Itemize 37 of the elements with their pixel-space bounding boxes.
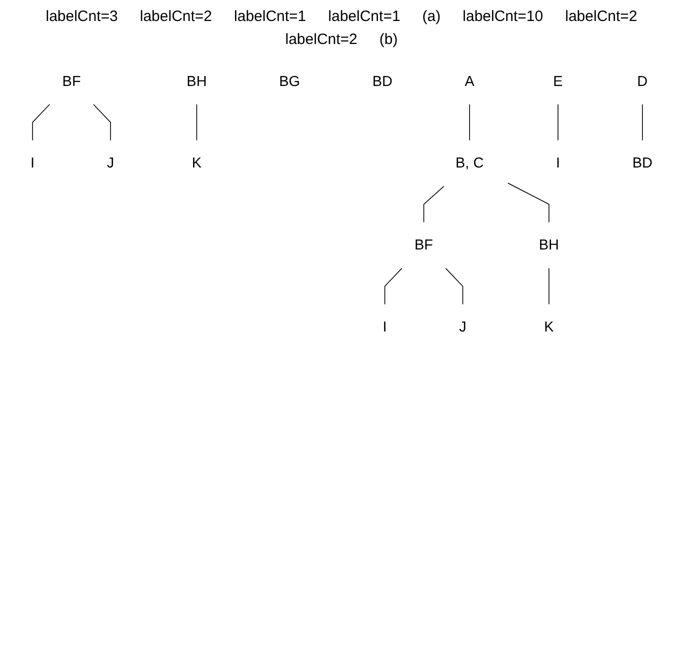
connector [196,104,198,141]
connector [548,268,550,305]
annotation-text: labelCnt=1 [328,8,400,25]
annotation-text: labelCnt=2 [140,8,212,25]
node-text: B, C [456,154,484,171]
connector [642,104,643,141]
annotation-text: labelCnt=10 [462,8,544,25]
connector [423,186,444,223]
annotation-text: labelCnt=3 [46,8,118,25]
node-text: K [544,318,554,335]
node-text: I [382,318,387,335]
node-text: BD [372,72,392,89]
node-text: J [459,318,466,335]
node-text: BF [414,236,434,253]
node-text: A [464,72,474,89]
annotation-text: labelCnt=1 [234,8,306,25]
connector [32,104,50,141]
node-text: J [106,154,114,171]
node-text: BD [632,154,652,171]
annotation-text: (b) [379,31,398,48]
connector [469,104,470,141]
node-text: BG [279,72,300,89]
node-text: BH [538,236,560,253]
annotation-text: labelCnt=2 [565,8,638,25]
node-text: E [553,72,563,89]
annotation-text: (a) [422,8,441,25]
connector [507,182,550,223]
node-text: BF [62,72,81,89]
connector [384,268,402,305]
connector [92,104,111,141]
node-text: I [30,154,35,171]
connector [445,268,464,305]
node-text: I [556,154,560,171]
node-text: BH [186,72,207,89]
annotation-text: labelCnt=2 [285,31,358,48]
node-text: D [637,72,648,89]
node-text: K [192,154,202,171]
